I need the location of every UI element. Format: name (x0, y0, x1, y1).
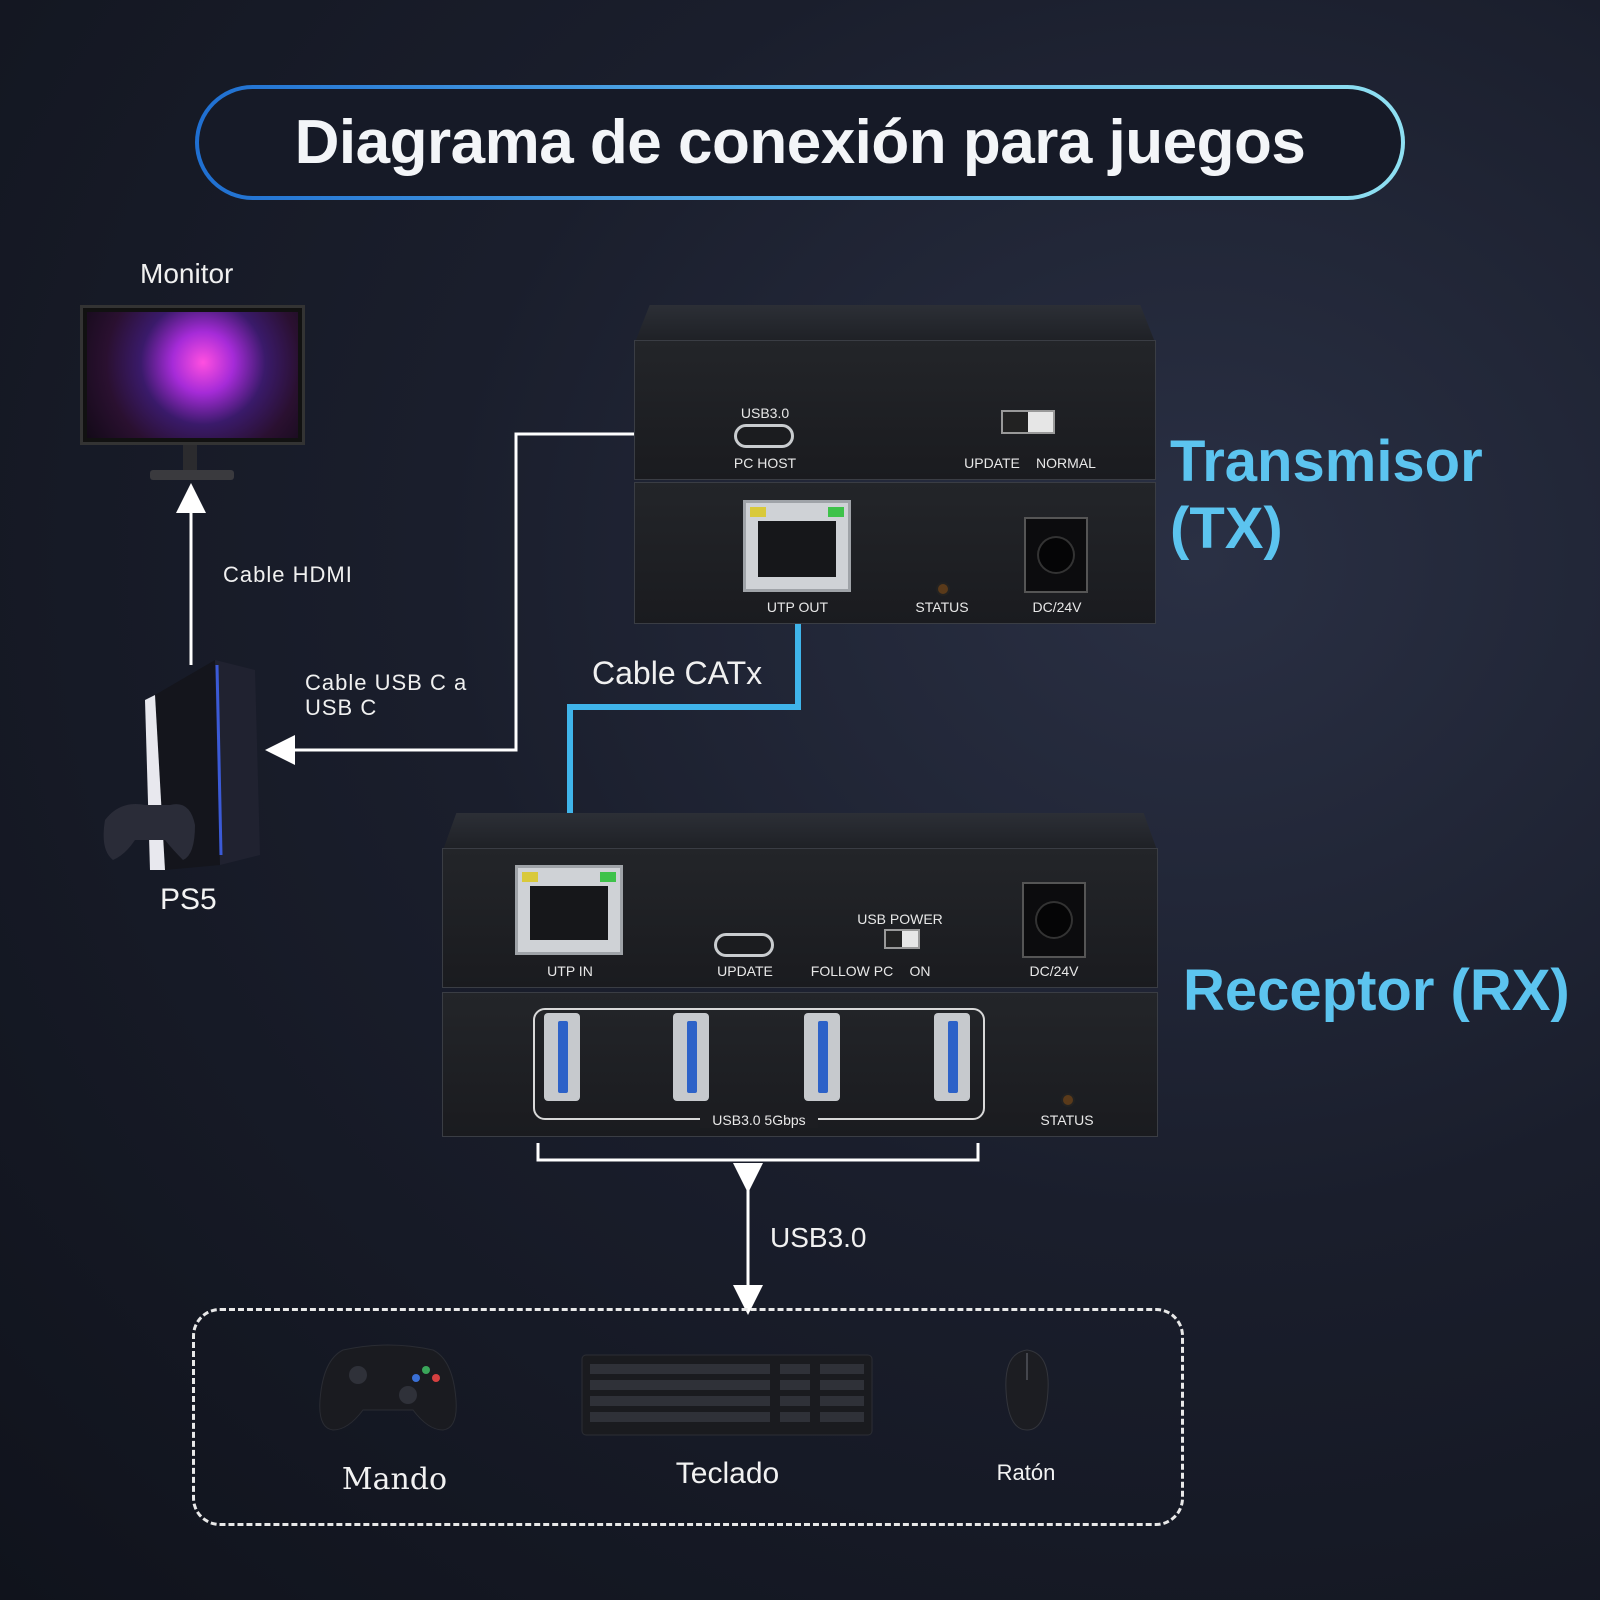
catx-line (546, 620, 801, 874)
gamepad-label: Mando (341, 1462, 448, 1497)
gamepad-icon (319, 1344, 457, 1431)
rx-status-label: STATUS (1040, 1112, 1094, 1128)
catx-cable-label: Cable CATx (592, 655, 763, 691)
rx-usb-ports-label: USB3.0 5Gbps (700, 1112, 818, 1128)
tx-title: Transmisor (TX) (1170, 429, 1483, 561)
rx-title: Receptor (RX) (1183, 958, 1570, 1023)
keyboard-label: Teclado (675, 1457, 780, 1490)
rx-usb-port-4[interactable] (934, 1013, 970, 1101)
rx-on-label: ON (909, 963, 931, 979)
usb-bracket (536, 1143, 980, 1162)
tx-switch-normal-label: NORMAL (1036, 455, 1096, 471)
usbc-cable-label-2: USB C (305, 695, 378, 720)
tx-box-top (634, 305, 1156, 345)
tx-dc-label: DC/24V (1032, 599, 1082, 615)
tx-mode-switch[interactable] (1001, 410, 1055, 434)
rx-dc-label: DC/24V (1029, 963, 1079, 979)
tx-usb-label-top: USB3.0 (740, 405, 790, 421)
tx-usb-label-bottom: PC HOST (733, 455, 797, 471)
monitor-icon (80, 305, 305, 445)
usbc-cable-label-1: Cable USB C a (305, 670, 468, 695)
monitor-label: Monitor (140, 258, 234, 289)
tx-switch-update-label: UPDATE (964, 455, 1020, 471)
rx-follow-pc-label: FOLLOW PC (810, 963, 894, 979)
rx-power-switch[interactable] (884, 929, 920, 949)
mouse-icon (1005, 1349, 1049, 1431)
rx-update-port[interactable] (714, 933, 774, 957)
monitor-stand-icon (183, 445, 197, 472)
rx-usb-port-1[interactable] (544, 1013, 580, 1101)
monitor-base-icon (150, 470, 234, 480)
tx-utp-label: UTP OUT (766, 599, 829, 615)
rx-usb-group-frame (533, 1008, 985, 1120)
rx-box-top (442, 813, 1158, 853)
ps5-icon (103, 660, 260, 870)
rx-status-led (1061, 1093, 1075, 1107)
rx-update-label: UPDATE (717, 963, 773, 979)
usb3-cable-label: USB3.0 (770, 1222, 867, 1253)
keyboard-icon (581, 1354, 873, 1436)
rx-dc-jack[interactable] (1022, 882, 1086, 958)
tx-upper-panel (634, 340, 1156, 480)
tx-status-label: STATUS (915, 599, 969, 615)
tx-dc-jack[interactable] (1024, 517, 1088, 593)
hdmi-cable-label: Cable HDMI (223, 562, 353, 587)
tx-usbc-port[interactable] (734, 424, 794, 448)
tx-status-led (936, 582, 950, 596)
rx-usb-port-2[interactable] (673, 1013, 709, 1101)
title-banner: Diagrama de conexión para juegos (195, 85, 1405, 200)
usbc-line (265, 432, 730, 765)
ps5-label: PS5 (160, 883, 217, 916)
rx-usb-port-3[interactable] (804, 1013, 840, 1101)
tx-utp-port[interactable] (743, 500, 851, 592)
mouse-label: Ratón (996, 1460, 1056, 1485)
diagram-title: Diagrama de conexión para juegos (294, 108, 1306, 177)
rx-utp-port[interactable] (515, 865, 623, 955)
peripherals-group (192, 1308, 1184, 1526)
rx-utp-label: UTP IN (547, 963, 593, 979)
rx-usb-power-label: USB POWER (857, 911, 943, 927)
